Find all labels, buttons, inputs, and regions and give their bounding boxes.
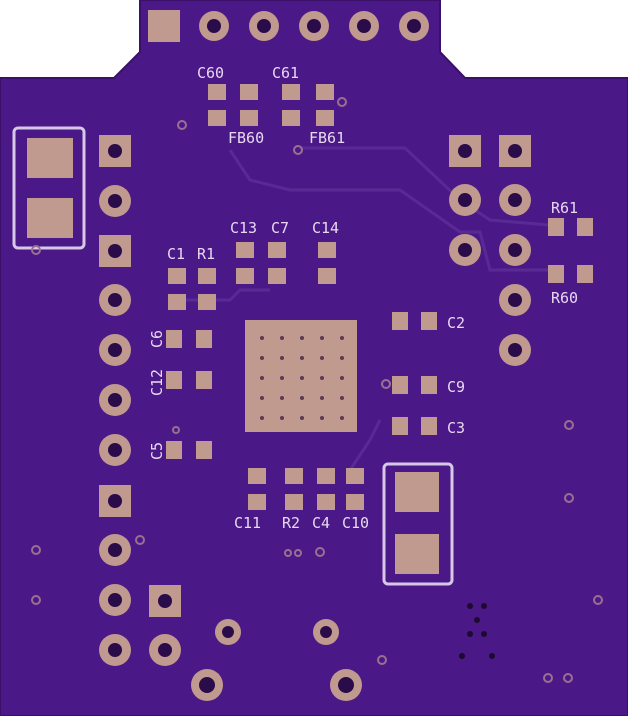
right-component-outline [382, 462, 454, 586]
via-cluster [459, 603, 495, 659]
left-component-pad-1 [27, 138, 73, 178]
label-c10: C10 [342, 514, 369, 532]
label-c2: C2 [447, 314, 465, 332]
label-c4: C4 [312, 514, 330, 532]
bottom-left-pins [149, 585, 181, 666]
label-r61: R61 [551, 199, 578, 217]
label-r60: R60 [551, 289, 578, 307]
label-c12: C12 [148, 369, 166, 396]
label-r2: R2 [282, 514, 300, 532]
label-c3: C3 [447, 419, 465, 437]
label-c9: C9 [447, 378, 465, 396]
central-ic [245, 320, 357, 432]
label-c1: C1 [167, 245, 185, 263]
label-c7: C7 [271, 219, 289, 237]
left-component-pad-2 [27, 198, 73, 238]
right-component-pad-1 [395, 472, 439, 512]
vias [31, 97, 603, 683]
label-c13: C13 [230, 219, 257, 237]
label-c14: C14 [312, 219, 339, 237]
connector-mount-pins [191, 619, 362, 701]
header-pin-1 [148, 10, 180, 42]
silkscreen-labels: C60 C61 FB60 FB61 R61 R60 C13 C7 C14 C1 … [148, 64, 578, 532]
left-pin-column [99, 135, 131, 666]
label-fb61: FB61 [309, 129, 345, 147]
label-c11: C11 [234, 514, 261, 532]
label-c6: C6 [148, 330, 166, 348]
label-c60: C60 [197, 64, 224, 82]
label-r1: R1 [197, 245, 215, 263]
label-c5: C5 [148, 442, 166, 460]
right-pin-block [449, 135, 531, 366]
top-header [148, 10, 429, 42]
label-c61: C61 [272, 64, 299, 82]
label-fb60: FB60 [228, 129, 264, 147]
right-component-pad-2 [395, 534, 439, 574]
left-component-outline [12, 126, 86, 250]
smd-pads [166, 84, 593, 510]
